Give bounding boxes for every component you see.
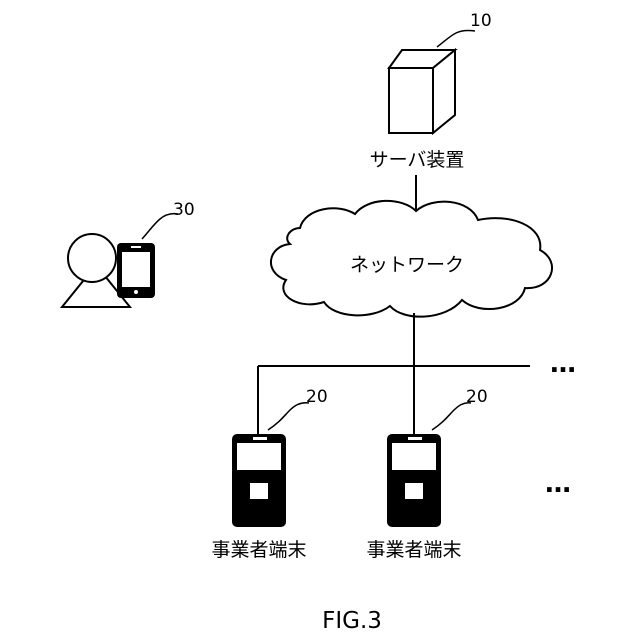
user-with-smartphone <box>62 234 155 307</box>
terminal-1-slot <box>253 437 267 440</box>
terminal-2-screen <box>392 443 436 470</box>
figure-caption: FIG.3 <box>322 608 382 634</box>
operator-terminal-2 <box>387 434 441 527</box>
terminal-2-slot <box>408 437 422 440</box>
server-device <box>389 50 455 133</box>
bus-ellipsis: … <box>550 349 576 379</box>
terminal-ellipsis: … <box>545 469 571 499</box>
server-ref-leader <box>437 30 475 47</box>
server-box-front <box>389 68 433 133</box>
smartphone-speaker <box>131 246 141 248</box>
terminal-1-ref-leader <box>268 403 309 430</box>
terminal-1-label: 事業者端末 <box>211 539 306 561</box>
terminal-2-label: 事業者端末 <box>366 539 461 561</box>
network-label: ネットワーク <box>350 254 464 276</box>
terminal-2-ref-number: 20 <box>466 387 488 407</box>
terminal-1-ref-number: 20 <box>306 387 328 407</box>
smartphone-home-button <box>134 290 138 294</box>
server-ref-number: 10 <box>470 11 492 31</box>
smartphone-screen <box>122 252 150 287</box>
operator-terminal-1 <box>232 434 286 527</box>
user-ref-number: 30 <box>173 200 195 220</box>
terminal-1-button <box>250 483 268 499</box>
terminal-1-screen <box>237 443 281 470</box>
user-head-icon <box>68 234 116 282</box>
server-label: サーバ装置 <box>370 149 465 171</box>
terminal-2-button <box>405 483 423 499</box>
